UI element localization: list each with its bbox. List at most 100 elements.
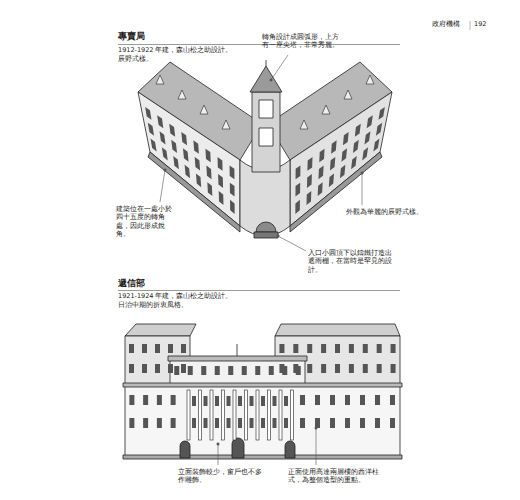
leader-line xyxy=(316,428,317,465)
window xyxy=(145,107,151,120)
entrance-dome xyxy=(256,222,276,232)
window xyxy=(335,344,340,353)
window xyxy=(261,396,265,406)
window xyxy=(219,191,224,205)
window xyxy=(330,418,335,428)
window xyxy=(391,344,396,353)
window xyxy=(192,418,196,428)
window xyxy=(362,147,368,160)
window xyxy=(273,418,277,428)
window xyxy=(321,364,326,373)
main-facade xyxy=(125,386,400,458)
window xyxy=(353,140,359,153)
window xyxy=(376,123,382,136)
leader-line xyxy=(362,173,363,205)
window xyxy=(171,395,176,405)
window xyxy=(168,364,173,373)
window xyxy=(148,123,154,136)
window xyxy=(273,396,277,406)
window xyxy=(300,395,305,405)
subtitle: 日治中期的折衷風格。 xyxy=(118,301,238,309)
window xyxy=(196,174,201,188)
window xyxy=(390,418,395,428)
leader-line xyxy=(160,170,165,202)
column xyxy=(291,390,294,440)
window xyxy=(171,418,176,428)
window xyxy=(129,418,134,428)
window xyxy=(162,147,168,160)
column xyxy=(279,390,282,440)
window xyxy=(143,418,148,428)
window xyxy=(238,396,242,406)
leader-line xyxy=(278,236,306,251)
window xyxy=(230,165,235,179)
window xyxy=(157,418,162,428)
window xyxy=(330,157,335,171)
arched-door xyxy=(232,438,244,458)
window xyxy=(363,364,368,373)
window xyxy=(192,396,196,406)
callout-text: 立面裝飾較少，窗戶也不多作雕飾。 xyxy=(178,468,266,485)
window xyxy=(345,395,350,405)
window xyxy=(160,131,166,144)
window xyxy=(215,366,220,375)
dormer xyxy=(178,90,186,99)
window xyxy=(300,418,305,428)
roof xyxy=(275,324,400,336)
window xyxy=(296,366,301,375)
window xyxy=(315,395,320,405)
window xyxy=(335,364,340,373)
window xyxy=(307,174,312,188)
column xyxy=(256,390,259,440)
cornice xyxy=(123,383,402,387)
window xyxy=(296,165,301,179)
window xyxy=(375,418,380,428)
window xyxy=(195,157,200,171)
leader-dot xyxy=(315,427,317,429)
communications-department-building xyxy=(123,324,402,459)
tower-window xyxy=(259,100,273,118)
leader-dot xyxy=(277,235,279,237)
window xyxy=(364,131,370,144)
plinth xyxy=(123,455,402,459)
window xyxy=(282,366,287,375)
window xyxy=(228,366,233,375)
window xyxy=(215,418,219,428)
subtitle: 辰野式樣。 xyxy=(118,55,218,63)
window xyxy=(204,418,208,428)
tower xyxy=(252,92,280,172)
subtitle: 1921-1924 年建，森山松之助設計。 xyxy=(118,292,288,300)
window xyxy=(306,191,311,205)
callout-text: 外觀為華麗的辰野式樣。 xyxy=(346,208,436,216)
window xyxy=(377,364,382,373)
finial xyxy=(266,60,267,66)
section-title: 遞信部 xyxy=(118,278,198,290)
window xyxy=(269,366,274,375)
window xyxy=(181,132,187,145)
window xyxy=(188,366,193,375)
window xyxy=(129,344,134,353)
window xyxy=(307,157,312,171)
window xyxy=(373,138,379,151)
window xyxy=(307,344,312,353)
window xyxy=(227,418,231,428)
window xyxy=(329,174,334,188)
dormer xyxy=(222,120,230,129)
leader-line xyxy=(218,444,219,465)
window xyxy=(201,366,206,375)
leader-dot xyxy=(164,169,166,171)
window xyxy=(169,124,175,137)
window xyxy=(293,344,298,353)
running-header: 政府機構 xyxy=(432,20,472,28)
window xyxy=(391,364,396,373)
column xyxy=(210,390,213,440)
column xyxy=(199,390,202,440)
window xyxy=(168,344,173,353)
window xyxy=(193,140,199,153)
window xyxy=(230,183,235,197)
column xyxy=(222,390,225,440)
window xyxy=(215,396,219,406)
window xyxy=(360,395,365,405)
arched-door xyxy=(285,441,295,458)
